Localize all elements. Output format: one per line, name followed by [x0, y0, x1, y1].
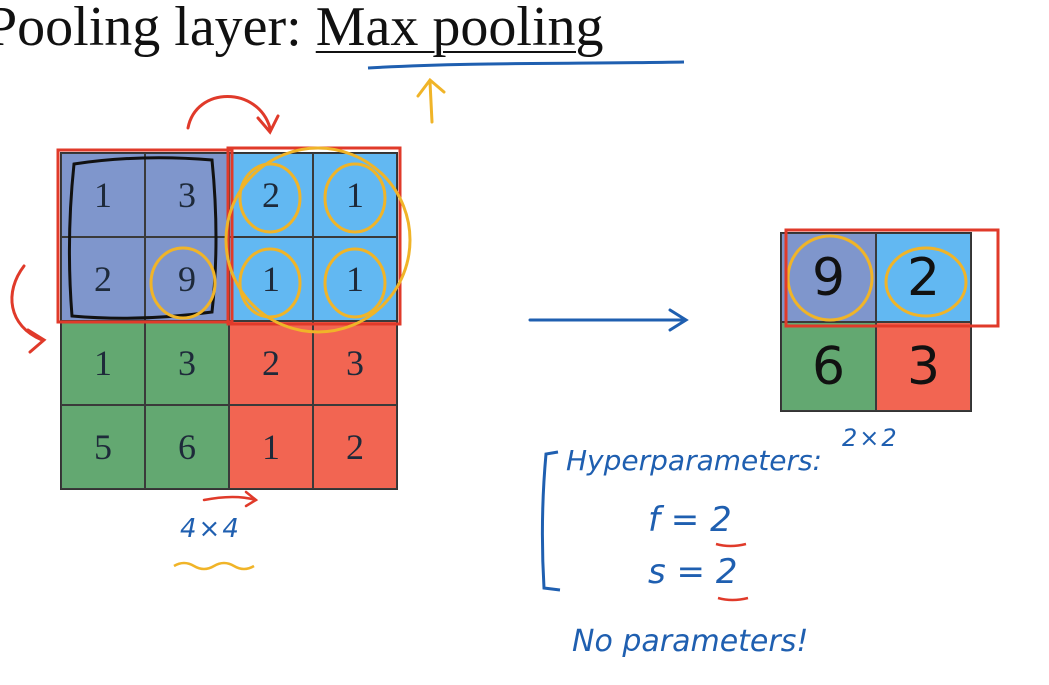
no-parameters-note: No parameters!	[572, 624, 809, 659]
output-size-label: 2×2	[842, 424, 899, 452]
stride-line: s = 2	[648, 552, 737, 592]
input-cell: 2	[229, 153, 313, 237]
input-cell: 3	[145, 321, 229, 405]
input-cell: 2	[61, 237, 145, 321]
stride-label: s =	[648, 552, 716, 592]
output-cell: 6	[781, 322, 876, 411]
title-prefix: Pooling layer:	[0, 0, 316, 58]
input-cell: 9	[145, 237, 229, 321]
input-size-label: 4×4	[180, 514, 241, 544]
filter-size-value: 2	[710, 500, 732, 540]
input-matrix: 1 3 2 1 2 9 1 1 1 3 2 3 5 6 1 2	[60, 152, 398, 490]
size-squiggle	[173, 561, 255, 571]
input-cell: 2	[229, 321, 313, 405]
hyperparameters-title: Hyperparameters:	[566, 444, 822, 477]
filter-size-line: f = 2	[648, 500, 732, 540]
title-highlight: Max pooling	[315, 0, 604, 58]
output-cell: 9	[781, 233, 876, 322]
stride-arrow-bottom-icon	[202, 490, 259, 508]
output-cell: 2	[876, 233, 971, 322]
input-cell: 2	[313, 405, 397, 489]
hyperparameters-bracket	[540, 450, 561, 592]
stride-value: 2	[715, 552, 738, 592]
input-cell: 1	[229, 405, 313, 489]
input-cell: 1	[229, 237, 313, 321]
transform-arrow-icon	[528, 308, 689, 332]
input-cell: 6	[145, 405, 229, 489]
stride-arrow-left-icon	[10, 264, 47, 354]
output-cell: 3	[876, 322, 971, 411]
f-value-underline	[715, 542, 747, 548]
input-cell: 1	[61, 153, 145, 237]
input-cell: 1	[313, 237, 397, 321]
filter-size-label: f =	[648, 500, 711, 540]
input-cell: 1	[61, 321, 145, 405]
input-cell: 5	[61, 405, 145, 489]
stride-arrow-top-icon	[186, 95, 280, 135]
title-up-arrow-icon	[416, 77, 446, 124]
slide-title: Pooling layer: Max pooling	[0, 0, 604, 61]
input-cell: 3	[313, 321, 397, 405]
input-cell: 3	[145, 153, 229, 237]
title-underline	[367, 60, 685, 70]
output-matrix: 9 2 6 3	[780, 232, 972, 412]
s-value-underline	[717, 596, 749, 602]
input-cell: 1	[313, 153, 397, 237]
